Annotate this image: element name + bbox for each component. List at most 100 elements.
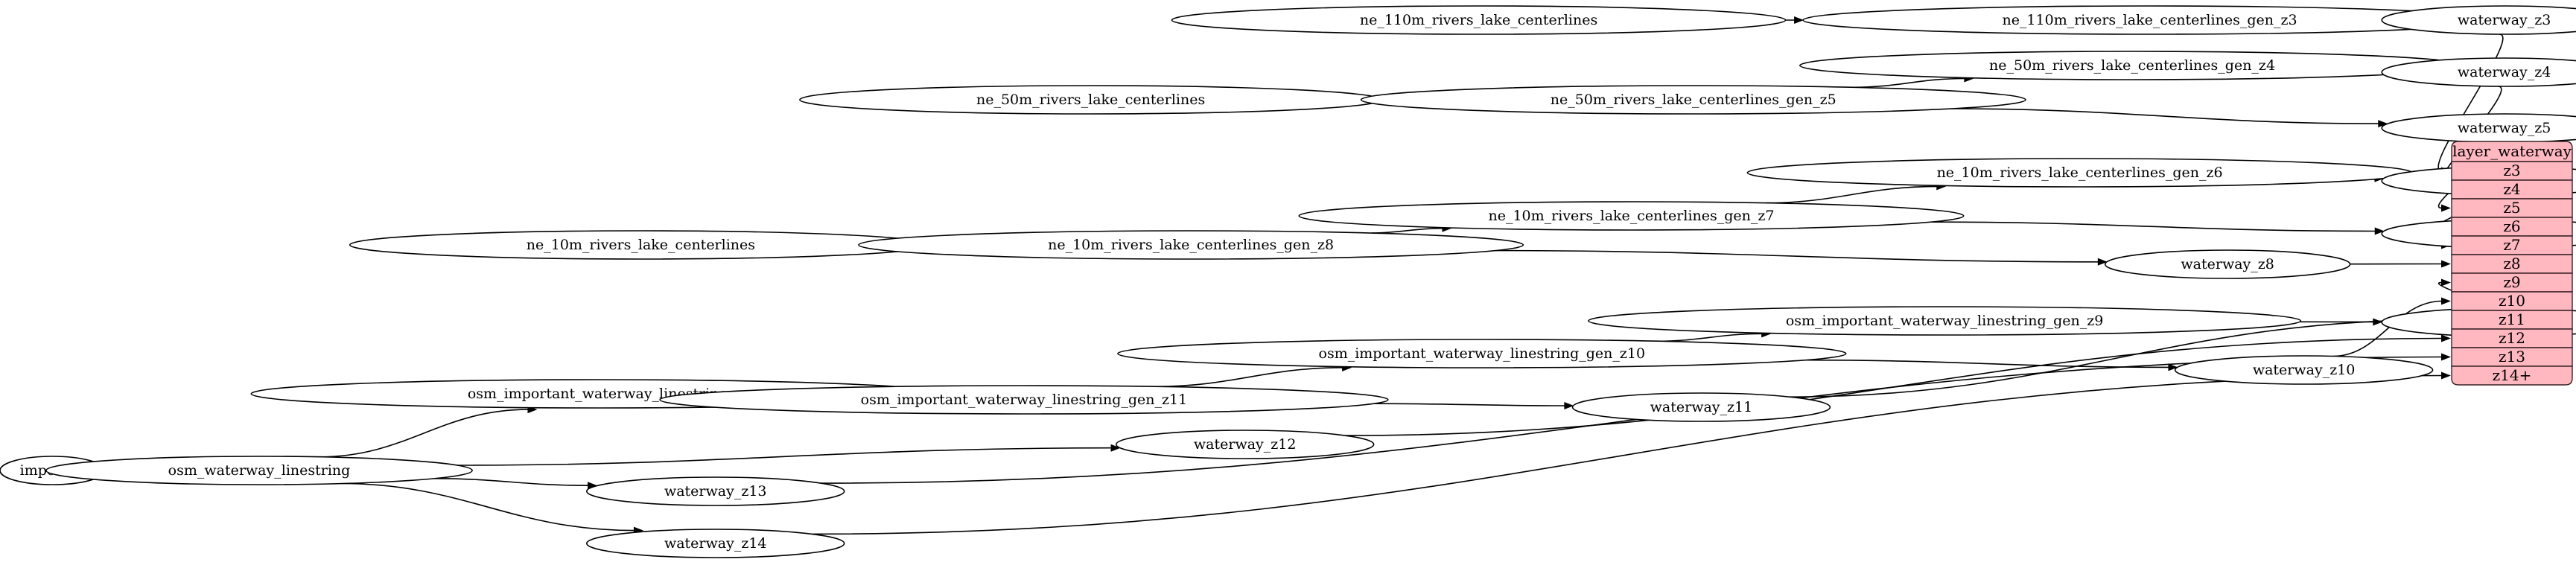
node-ellipse <box>2104 249 2351 279</box>
graph-node-waterway_z11[interactable]: waterway_z11 <box>1571 392 1831 422</box>
graph-node-waterway_z10[interactable]: waterway_z10 <box>2174 355 2434 385</box>
node-ellipse <box>1117 339 1847 368</box>
node-ellipse <box>1571 392 1831 422</box>
table-row-z14+[interactable] <box>2451 366 2573 386</box>
graph-node-ne_10m_rivers_lake_centerlines_gen_z6[interactable]: ne_10m_rivers_lake_centerlines_gen_z6 <box>1746 158 2413 188</box>
node-label: waterway_z3 <box>2458 12 2551 28</box>
graph-edge <box>1495 249 2099 263</box>
node-label: waterway_z14 <box>664 535 767 552</box>
graph-node-waterway_z3[interactable]: waterway_z3 <box>2381 5 2576 35</box>
node-label: waterway_z10 <box>2253 362 2356 378</box>
graph-edge <box>1154 367 1343 388</box>
node-label: osm_important_waterway_linestring_gen_z1… <box>1319 345 1646 362</box>
graph-edge <box>1789 319 2443 398</box>
table-row-label: z3 <box>2503 162 2520 179</box>
node-ellipse <box>659 385 1389 415</box>
graph-node-ne_50m_rivers_lake_centerlines_gen_z5[interactable]: ne_50m_rivers_lake_centerlines_gen_z5 <box>1360 85 2026 115</box>
node-label: osm_important_waterway_linestring_gen_z9 <box>1786 313 2104 329</box>
layer-waterway-table: layer_waterwayz3z4z5z6z7z8z9z10z11z12z13… <box>2451 141 2573 386</box>
node-layer: imposm3osm_waterway_linestringosm_import… <box>0 5 2576 558</box>
graph-node-ne_110m_rivers_lake_centerlines_gen_z3[interactable]: ne_110m_rivers_lake_centerlines_gen_z3 <box>1802 5 2497 35</box>
edge-arrowhead <box>2441 353 2451 361</box>
graph-edge <box>1371 227 1443 234</box>
node-label: osm_important_waterway_linestring_gen_z1… <box>861 392 1188 408</box>
graph-edge <box>1852 77 1965 89</box>
edge-layer <box>51 16 2505 535</box>
node-label: ne_110m_rivers_lake_centerlines_gen_z3 <box>2002 12 2297 28</box>
table-row-label: z5 <box>2503 199 2520 217</box>
node-label: ne_50m_rivers_lake_centerlines_gen_z4 <box>1989 57 2275 74</box>
graph-edge <box>1805 359 2169 368</box>
table-row-label: z11 <box>2499 310 2525 328</box>
graph-node-waterway_z14[interactable]: waterway_z14 <box>586 529 845 558</box>
edge-arrowhead <box>2441 278 2451 287</box>
node-label: ne_10m_rivers_lake_centerlines_gen_z7 <box>1488 208 1774 224</box>
edge-arrowhead <box>2441 204 2451 212</box>
node-label: waterway_z12 <box>1194 436 1297 453</box>
graph-node-ne_10m_rivers_lake_centerlines_gen_z8[interactable]: ne_10m_rivers_lake_centerlines_gen_z8 <box>858 230 1524 260</box>
edge-arrowhead <box>2168 363 2178 371</box>
node-ellipse <box>1588 306 2302 336</box>
node-label: osm_waterway_linestring <box>168 462 351 479</box>
graph-node-osm_important_waterway_linestring_gen_z10[interactable]: osm_important_waterway_linestring_gen_z1… <box>1117 339 1847 368</box>
node-label: waterway_z5 <box>2458 120 2551 136</box>
edge-arrowhead <box>2374 227 2385 235</box>
graph-node-osm_important_waterway_linestring_gen_z9[interactable]: osm_important_waterway_linestring_gen_z9 <box>1588 306 2302 336</box>
graph-node-waterway_z13[interactable]: waterway_z13 <box>586 476 845 506</box>
graph-node-ne_50m_rivers_lake_centerlines[interactable]: ne_50m_rivers_lake_centerlines <box>799 85 1383 115</box>
graph-edge <box>319 409 529 458</box>
table-title: layer_waterway <box>2452 142 2572 160</box>
edge-arrowhead <box>2441 260 2451 268</box>
edge-arrowhead <box>1794 16 1804 24</box>
node-ellipse <box>858 230 1524 260</box>
graph-edge <box>1374 403 1565 406</box>
node-label: waterway_z8 <box>2181 256 2274 272</box>
graph-node-waterway_z4[interactable]: waterway_z4 <box>2381 57 2576 87</box>
graph-edge <box>434 478 589 486</box>
node-ellipse <box>45 456 473 485</box>
table-header-cell <box>2451 141 2573 162</box>
node-label: waterway_z11 <box>1650 399 1753 415</box>
graph-edge <box>1765 185 1938 204</box>
graph-node-waterway_z12[interactable]: waterway_z12 <box>1115 430 1375 459</box>
graph-edge <box>1656 333 1763 342</box>
edge-arrowhead <box>2441 371 2451 380</box>
graph-node-waterway_z5[interactable]: waterway_z5 <box>2381 113 2576 143</box>
table-row-label: z12 <box>2499 329 2525 347</box>
edge-arrowhead <box>2378 120 2388 128</box>
graph-node-osm_important_waterway_linestring_gen_z11[interactable]: osm_important_waterway_linestring_gen_z1… <box>659 385 1389 415</box>
edge-arrowhead <box>1564 401 1574 409</box>
node-label: ne_10m_rivers_lake_centerlines <box>527 237 755 253</box>
table-row-label: z6 <box>2503 217 2520 235</box>
node-ellipse <box>1115 430 1375 459</box>
graph-node-ne_50m_rivers_lake_centerlines_gen_z4[interactable]: ne_50m_rivers_lake_centerlines_gen_z4 <box>1799 51 2466 80</box>
table-row-label: z7 <box>2503 236 2520 254</box>
graph-node-osm_waterway_linestring[interactable]: osm_waterway_linestring <box>45 456 473 485</box>
graph-edge <box>340 482 635 532</box>
graph-edge <box>457 447 1112 466</box>
table-row-label: z8 <box>2503 255 2520 272</box>
node-ellipse <box>1360 85 2026 115</box>
graph-edge <box>2333 300 2443 357</box>
node-label: waterway_z13 <box>664 483 767 500</box>
graph-node-ne_10m_rivers_lake_centerlines[interactable]: ne_10m_rivers_lake_centerlines <box>349 230 932 260</box>
edge-arrowhead <box>2373 318 2383 326</box>
graph-node-ne_110m_rivers_lake_centerlines[interactable]: ne_110m_rivers_lake_centerlines <box>1171 5 1787 35</box>
table-row-label: z13 <box>2499 348 2525 366</box>
edge-arrowhead <box>1110 444 1121 452</box>
node-ellipse <box>586 476 845 506</box>
edge-arrowhead <box>2097 258 2108 266</box>
graph-edge <box>1930 221 2376 232</box>
node-label: ne_110m_rivers_lake_centerlines <box>1360 12 1597 28</box>
edge-arrowhead <box>588 482 598 490</box>
edge-arrowhead <box>2441 334 2451 342</box>
graph-node-ne_10m_rivers_lake_centerlines_gen_z7[interactable]: ne_10m_rivers_lake_centerlines_gen_z7 <box>1298 201 1965 231</box>
node-ellipse <box>2381 57 2576 87</box>
node-ellipse <box>1298 201 1965 231</box>
graph-node-waterway_z8[interactable]: waterway_z8 <box>2104 249 2351 279</box>
table-row-label: z9 <box>2503 273 2520 291</box>
node-label: ne_50m_rivers_lake_centerlines_gen_z5 <box>1551 92 1836 108</box>
node-label: ne_50m_rivers_lake_centerlines <box>976 92 1205 108</box>
